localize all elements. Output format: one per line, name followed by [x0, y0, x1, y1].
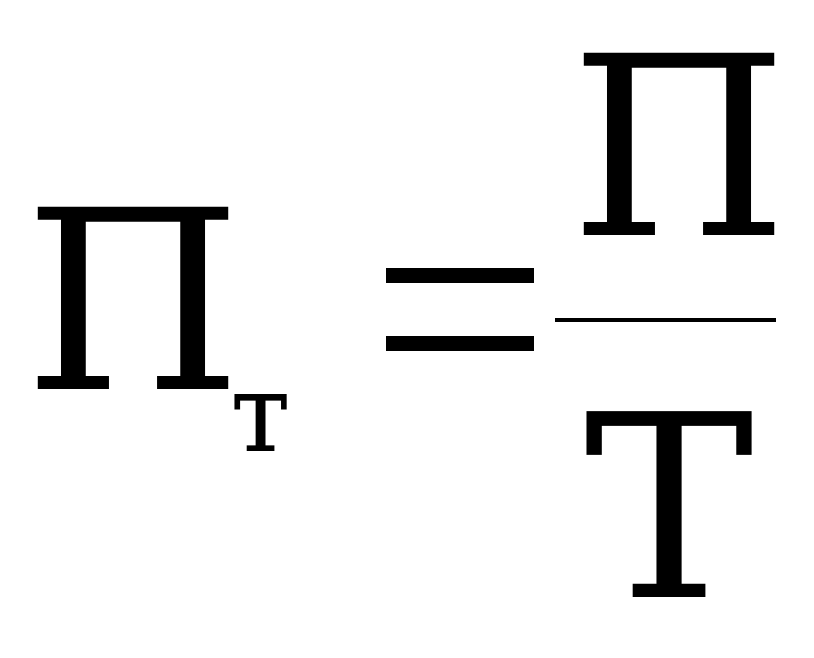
fraction-bar [555, 318, 776, 322]
equals-sign [386, 268, 534, 352]
fraction-numerator: П [570, 3, 789, 294]
lhs-subscript: т [230, 349, 291, 477]
formula: П т П Т [24, 3, 789, 638]
lhs-symbol: П [24, 157, 243, 448]
fraction-denominator: Т [584, 361, 755, 658]
equals-bottom-bar [386, 336, 534, 351]
equals-top-bar [386, 268, 534, 283]
